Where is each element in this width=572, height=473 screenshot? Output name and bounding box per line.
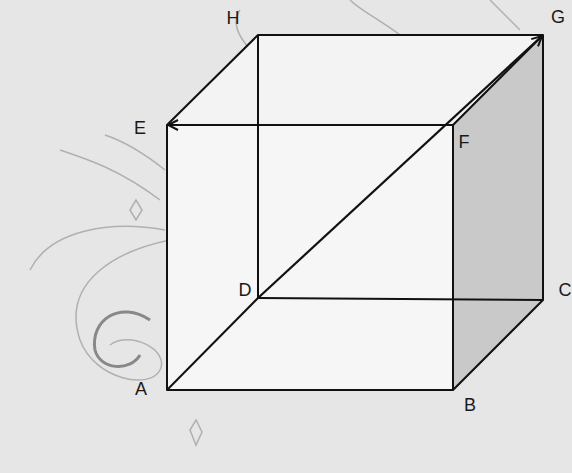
vertex-label: D	[239, 281, 252, 299]
right-face	[453, 35, 543, 390]
vertex-label: B	[464, 396, 476, 414]
edge-vector	[168, 124, 453, 126]
vertex-label: H	[227, 9, 240, 27]
cube-edges	[167, 35, 543, 390]
vertex-label: G	[551, 8, 565, 26]
front-face	[167, 125, 453, 390]
vertex-label: E	[134, 119, 146, 137]
vertex-label: F	[459, 133, 470, 151]
vertex-label: A	[135, 380, 147, 398]
vertex-label: C	[559, 281, 572, 299]
diagonal-vector	[258, 36, 542, 298]
